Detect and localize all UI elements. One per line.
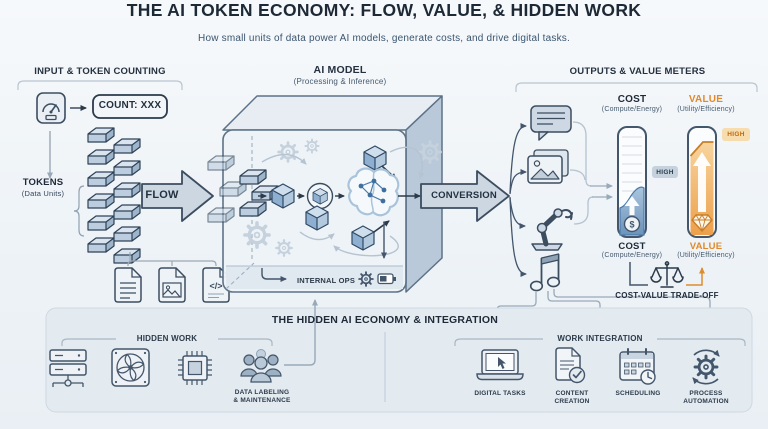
chat-bubble-icon — [530, 105, 572, 141]
conversion-fanout — [509, 123, 527, 277]
tradeoff-label: COST-VALUE TRADE-OFF — [615, 291, 719, 300]
flow-arrow — [141, 170, 214, 222]
cost-sublabel-top: (Compute/Energy) — [601, 106, 663, 113]
tradeoff-cost-link — [629, 262, 648, 286]
bottom-panel-title: THE HIDDEN AI ECONOMY & INTEGRATION — [271, 314, 499, 326]
process-automation-icon — [692, 349, 720, 385]
value-label-bottom: VALUE — [689, 241, 723, 252]
token-stack — [87, 127, 141, 264]
tokens-brace — [73, 185, 85, 237]
cost-label-top: COST — [617, 94, 647, 105]
flow-label: FLOW — [145, 189, 179, 201]
conversion-arrow — [420, 170, 510, 222]
internal-ops-pointer — [261, 268, 287, 282]
battery-icon — [377, 273, 396, 285]
text-document-icon — [114, 267, 142, 303]
brain-icon — [347, 167, 400, 217]
tradeoff-value-link — [686, 267, 705, 286]
outputs-section-header: OUTPUTS & VALUE METERS — [569, 66, 706, 77]
scheduling-label: SCHEDULING — [615, 390, 661, 397]
tokens-label: TOKENS — [22, 177, 64, 188]
outputs-to-meters-connectors — [569, 121, 594, 225]
tokens-sublabel: (Data Units) — [21, 189, 65, 198]
processing-chain — [258, 145, 397, 251]
robot-arm-icon — [531, 208, 573, 251]
count-label: COUNT: XXX — [98, 100, 162, 111]
cpu-chip-icon — [178, 351, 212, 385]
model-section-header: AI MODEL — [313, 64, 367, 76]
internal-ops-label: INTERNAL OPS — [296, 276, 356, 285]
image-output-icon — [527, 149, 569, 184]
conversion-label: CONVERSION — [431, 190, 497, 201]
cost-meter: $ — [617, 126, 647, 238]
model-section-subheader: (Processing & Inference) — [293, 77, 387, 86]
workers-icon — [240, 349, 282, 383]
page-title: THE AI TOKEN ECONOMY: FLOW, VALUE, & HID… — [126, 0, 642, 20]
scheduling-icon — [619, 348, 656, 385]
tokens-to-documents-connector — [127, 252, 217, 266]
server-icon — [49, 349, 87, 387]
hidden-work-to-model-arrow — [284, 299, 318, 366]
token-counter-icon — [36, 92, 66, 124]
cooling-fan-icon — [111, 348, 150, 387]
cost-sublabel-bottom: (Compute/Energy) — [601, 252, 663, 259]
code-glyph: </> — [209, 281, 222, 291]
input-section-header: INPUT & TOKEN COUNTING — [34, 66, 166, 77]
section-brackets — [17, 80, 758, 92]
cost-label-bottom: COST — [618, 241, 646, 252]
value-meter — [687, 126, 717, 238]
value-high-badge: HIGH — [722, 128, 750, 141]
laptop-icon — [476, 349, 524, 381]
decorative-flow-curves — [261, 146, 425, 257]
content-creation-icon — [555, 347, 586, 384]
page-subtitle: How small units of data power AI models,… — [198, 33, 570, 44]
content-creation-label: CONTENT CREATION — [554, 390, 590, 405]
cost-high-badge: HIGH — [652, 166, 678, 178]
image-document-icon — [158, 267, 186, 303]
value-sublabel-top: (Utility/Efficiency) — [677, 106, 735, 113]
process-automation-label: PROCESS AUTOMATION — [683, 390, 729, 405]
value-sublabel-bottom: (Utility/Efficiency) — [677, 252, 735, 259]
data-labeling-caption: DATA LABELING & MAINTENANCE — [233, 389, 291, 404]
dollar-icon: $ — [629, 220, 634, 230]
hidden-work-header: HIDDEN WORK — [136, 334, 198, 343]
hidden-economy-panel — [45, 307, 753, 413]
digital-tasks-label: DIGITAL TASKS — [474, 390, 526, 397]
work-integration-header: WORK INTEGRATION — [557, 334, 643, 343]
value-label-top: VALUE — [688, 94, 724, 105]
balance-scale-icon — [650, 261, 684, 288]
count-box — [92, 94, 168, 119]
work-integration-bracket — [454, 338, 746, 346]
music-note-icon — [529, 253, 561, 292]
hidden-work-bracket — [61, 338, 273, 346]
